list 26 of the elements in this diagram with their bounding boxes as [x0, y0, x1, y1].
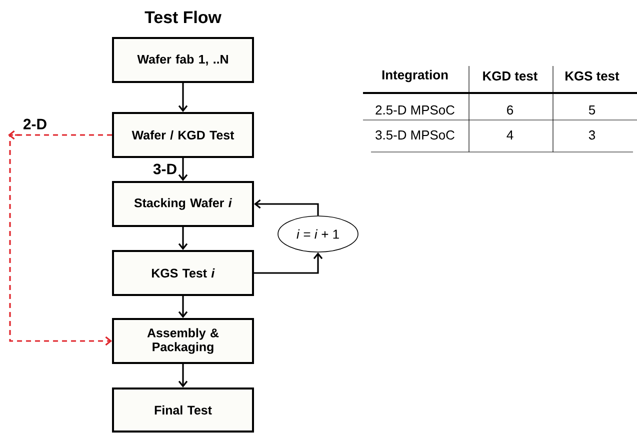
process-box: Stacking Wafer i [112, 181, 254, 227]
table-cell: Integration [382, 70, 448, 82]
arrow [178, 364, 188, 388]
process-box: Wafer / KGD Test [112, 112, 254, 158]
process-box: KGS Test i [112, 250, 254, 296]
edge-label: 2-D [23, 118, 46, 130]
table-cell: 6 [507, 105, 514, 115]
process-box: Assembly & Packaging [112, 318, 254, 364]
table-cell: KGD test [483, 71, 538, 81]
table-cell: 5 [588, 105, 596, 114]
title: Test Flow [144, 10, 222, 24]
dashed-arrow [8, 130, 112, 346]
arrow [178, 158, 188, 181]
arrow [178, 227, 188, 250]
arrow [178, 83, 188, 112]
process-box: Final Test [112, 388, 254, 432]
table-cell: 3.5-D MPSoC [376, 130, 454, 140]
arrow [254, 252, 323, 274]
table-cell: 2.5-D MPSoC [376, 105, 454, 115]
table-cell: 4 [506, 130, 514, 140]
arrow [178, 296, 188, 318]
edge-label: 3-D [153, 164, 176, 174]
table-cell: 3 [588, 130, 596, 140]
process-box: Wafer fab 1, ..N [112, 37, 254, 83]
table-cell: KGS test [566, 71, 620, 81]
arrow [254, 199, 319, 216]
